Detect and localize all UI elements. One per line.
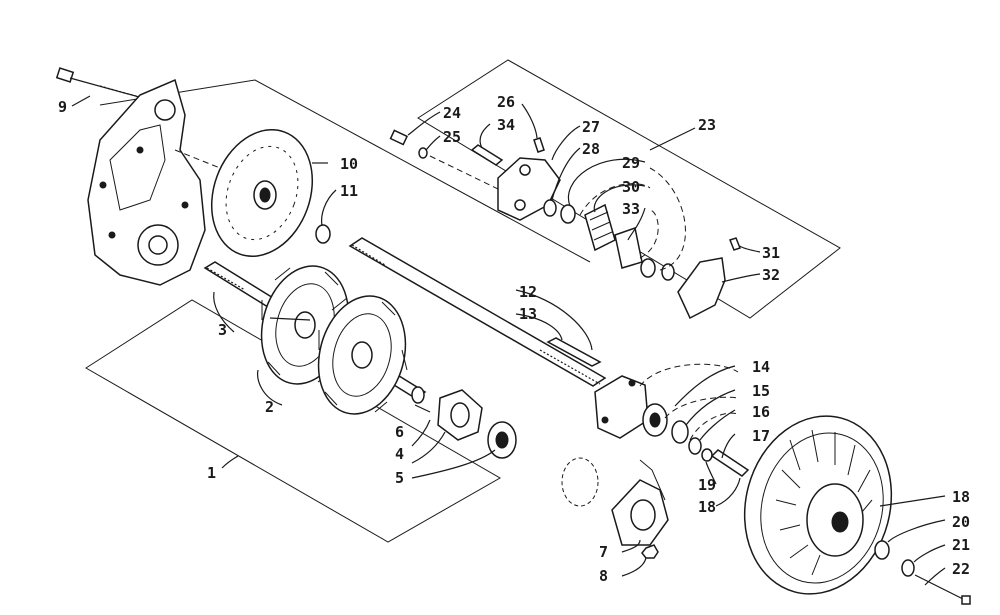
bolt-22 [914,574,971,605]
callout-26: 26 [497,93,515,111]
washer-16 [688,437,702,455]
pad-33 [614,227,643,269]
piston-29 [560,204,576,224]
callout-31: 31 [762,244,780,262]
callout-24: 24 [443,104,461,122]
bolt-6 [414,404,431,413]
leader-lines [71,95,946,586]
callout-19: 18 [952,488,970,506]
washer-15 [671,420,689,444]
callout-17: 17 [752,427,770,445]
drive-sprocket-2b [317,295,408,415]
o-ring-18 [874,540,890,560]
callout-34: 34 [497,116,515,134]
piston-ring [640,258,656,278]
callout-28: 28 [582,140,600,158]
bearing-5 [487,421,517,459]
brake-disc-10 [210,129,314,257]
ring-20 [701,448,713,462]
washer-25 [418,147,428,159]
spacer-17 [710,449,750,477]
callout-33: 33 [622,200,640,218]
callout-32: 32 [762,266,780,284]
group-boundary-1 [85,299,502,543]
callout-11: 11 [340,182,358,200]
callout-29: 29 [622,154,640,172]
callout-18-right: 20 [952,513,970,531]
callout-27: 27 [582,118,600,136]
callout-3: 3 [218,321,227,339]
callout-12: 13 [519,305,537,323]
callout-8: 8 [599,567,608,585]
screw-24 [389,129,409,146]
screw-axis [429,155,501,191]
dashed-leader-arcs [579,167,739,441]
callout-30: 30 [622,178,640,196]
callout-10: 10 [340,155,358,173]
bolt-9 [55,67,151,101]
chaincase-housing [87,78,226,286]
pin-34 [470,144,504,166]
bearing-14 [642,403,668,437]
callout-6: 6 [395,423,404,441]
caliper-half-32 [677,257,726,320]
callout-1: 1 [207,464,216,482]
callout-20: 19 [698,476,716,494]
sprocket-plate [561,457,599,507]
callout-14: 14 [752,358,770,376]
callout-13: 12 [519,283,537,301]
callout-21: 21 [952,536,970,554]
callout-2: 2 [265,398,274,416]
key-12 [546,337,602,367]
callout-16: 16 [752,403,770,421]
callout-18-left: 18 [698,498,716,516]
o-ring-11 [315,224,331,244]
bearing-cover-7 [611,459,669,546]
callout-15: 15 [752,382,770,400]
seal-28 [543,199,557,217]
callout-5: 5 [395,469,404,487]
seal-ring [661,263,675,281]
bearing-flange-4 [437,389,483,441]
driven-shaft-13 [348,237,607,387]
callout-25: 25 [443,128,461,146]
nut-8 [641,544,659,559]
callout-9: 9 [58,98,67,116]
driven-clutch-19 [743,415,893,595]
callout-23: 23 [698,116,716,134]
callout-4: 4 [395,445,404,463]
brake-pad-30 [584,203,616,252]
bleeder-27 [533,137,545,153]
bleeder-31 [729,237,741,251]
washer-21 [901,559,915,577]
callout-22: 22 [952,560,970,578]
callout-7: 7 [599,543,608,561]
